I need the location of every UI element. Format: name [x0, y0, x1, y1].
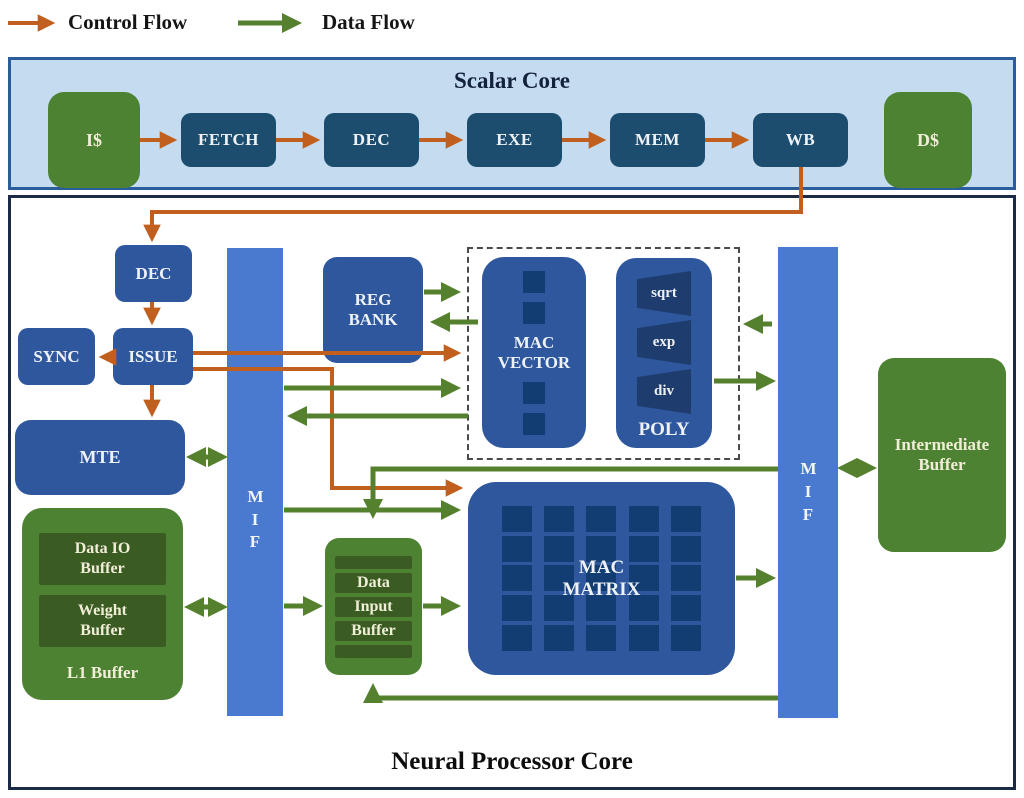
mac-vector-square — [523, 270, 545, 293]
sync-box: SYNC — [18, 328, 95, 385]
npc-dec-box: DEC — [115, 245, 192, 302]
mif-right-label: MIF — [800, 459, 817, 524]
l1-buffer-label: L1 Buffer — [66, 663, 139, 682]
issue-box: ISSUE — [113, 328, 193, 385]
npc-title: Neural Processor Core — [391, 748, 633, 775]
dib-row-buffer: Buffer — [335, 620, 412, 641]
data-input-buffer-box: Data Input Buffer — [325, 538, 422, 675]
wb-box: WB — [753, 113, 848, 167]
div-unit: div — [637, 369, 691, 414]
mac-vector-square — [523, 412, 545, 435]
vector-poly-dashed-group — [467, 247, 740, 460]
legend-data-flow-label: Data Flow — [322, 10, 415, 34]
dib-row-input: Input — [335, 596, 412, 617]
mac-vector-square — [523, 301, 545, 324]
weight-buffer-box: Weight Buffer — [39, 595, 166, 647]
data-io-buffer-box: Data IO Buffer — [39, 533, 166, 585]
reg-bank-box: REG BANK — [323, 257, 423, 363]
dib-stripe — [335, 555, 412, 569]
sqrt-unit: sqrt — [637, 271, 691, 316]
dib-stripe — [335, 644, 412, 658]
scalar-core-title: Scalar Core — [453, 68, 571, 93]
reg-bank-label: REG BANK — [348, 290, 398, 329]
mac-vector-square — [523, 381, 545, 404]
poly-label: POLY — [638, 419, 690, 440]
mif-left-label: MIF — [247, 486, 264, 552]
intermediate-buffer-box: Intermediate Buffer — [878, 358, 1006, 552]
i-cache-box: I$ — [48, 92, 140, 188]
mac-matrix-box: MAC MATRIX — [468, 482, 735, 675]
exp-unit: exp — [637, 320, 691, 365]
l1-buffer-box: Data IO Buffer Weight Buffer L1 Buffer — [22, 508, 183, 700]
mac-matrix-label: MAC MATRIX — [562, 556, 641, 600]
mif-right-bar: MIF — [778, 247, 838, 718]
fetch-box: FETCH — [181, 113, 276, 167]
mac-vector-box: MAC VECTOR — [482, 257, 586, 448]
exe-box: EXE — [467, 113, 562, 167]
dib-row-data: Data — [335, 572, 412, 593]
poly-box: sqrt exp div POLY — [616, 258, 712, 448]
mte-box: MTE — [15, 420, 185, 495]
d-cache-box: D$ — [884, 92, 972, 188]
mem-box: MEM — [610, 113, 705, 167]
mac-vector-label: MAC VECTOR — [497, 332, 571, 372]
legend-control-flow-label: Control Flow — [68, 10, 188, 34]
mif-left-bar: MIF — [227, 248, 283, 716]
scalar-dec-box: DEC — [324, 113, 419, 167]
